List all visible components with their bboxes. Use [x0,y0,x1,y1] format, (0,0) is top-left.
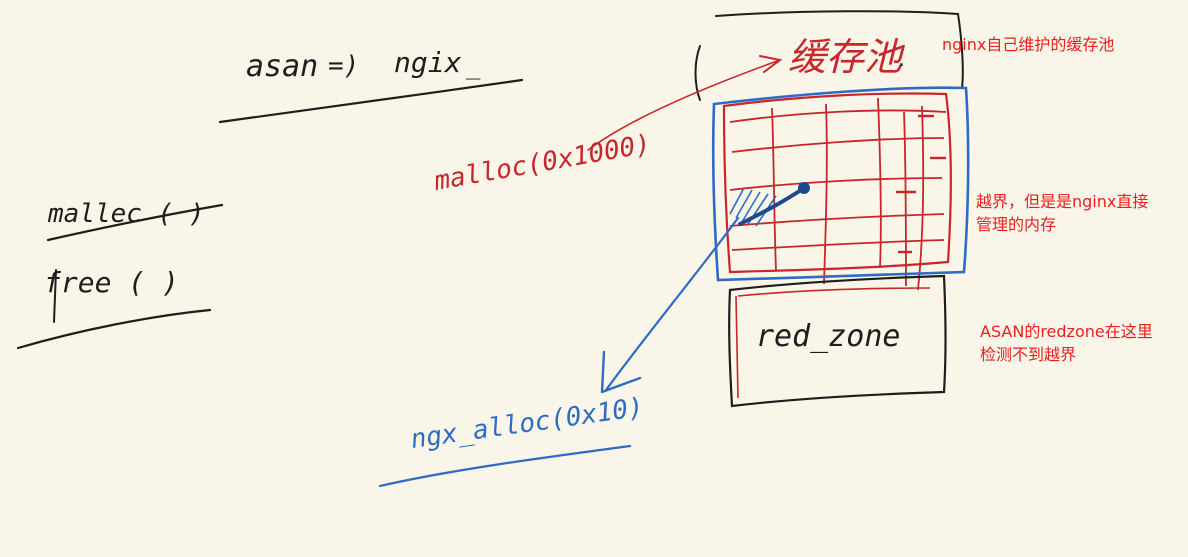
grid-outer [722,92,952,274]
redzone-note: ASAN的redzone在这里 检测不到越界 [980,320,1153,366]
redzone-label: red_zone [756,319,901,354]
nginx-pool-border [711,86,970,282]
free-underline [16,308,212,350]
hatch-1 [729,187,745,215]
ngx-alloc-underline [378,444,632,488]
overflow-note-line1: 越界，但是是nginx直接 [976,192,1149,211]
grid-col-2 [823,103,828,285]
overflow-note-line2: 管理的内存 [976,215,1057,234]
overflow-arrow [738,186,806,226]
malloc-call-line [587,59,781,151]
grid-row-4 [729,213,945,227]
malloc-call-label: malloc(0x1000) [431,129,653,197]
overflow-marker [729,182,810,227]
ngx-alloc-annotation: ngx_alloc(0x10) [378,216,740,488]
free-fn-label: free ( ) [44,266,179,299]
ngx-alloc-label: ngx_alloc(0x10) [409,393,646,455]
grid-col-1 [771,107,777,271]
malloc-underline [46,203,224,242]
libc-functions: mallec ( ) free ( ) [16,199,224,350]
redzone-note-line1: ASAN的redzone在这里 [980,322,1153,341]
grid-col-3 [877,97,882,269]
pool-right-edge [957,13,964,89]
title-asan: asan [246,49,318,84]
title-underline [218,78,524,124]
hatch-2 [735,189,753,219]
title-arrow: =) [328,51,359,81]
redzone-outline-black [728,274,947,408]
redzone-box: red_zone [728,274,947,408]
pool-label-dot: . [898,47,905,72]
pool-note: nginx自己维护的缓存池 [942,35,1115,54]
redzone-red-left [735,295,739,399]
grid-row-5 [731,239,945,251]
memory-grid [722,92,952,291]
pool-left-bracket [694,45,701,101]
overflow-note: 越界，但是是nginx直接 管理的内存 [976,190,1148,236]
title-tail: _ [466,52,481,80]
malloc-fn-label: mallec ( ) [47,199,205,229]
malloc-call-annotation: malloc(0x1000) [431,59,781,197]
grid-row-1 [729,109,947,123]
pool-label: 缓存池 [788,35,906,79]
title-ngix: ngix [394,46,462,79]
grid-col-4 [903,111,907,287]
grid-col-5 [917,105,925,291]
free-vertical-stroke [53,269,57,323]
grid-row-3 [729,177,943,191]
ngx-alloc-arrow-line [604,216,740,392]
title-group: asan =) ngix _ [218,46,524,124]
pool-top-line [715,10,959,17]
overflow-dot [798,182,810,194]
ngx-alloc-arrowhead [600,350,642,394]
pool-outline: 缓存池 . [694,10,964,101]
hatch-3 [741,191,761,223]
grid-row-2 [731,137,945,153]
redzone-note-line2: 检测不到越界 [980,345,1077,364]
redzone-outline-red [737,287,931,297]
